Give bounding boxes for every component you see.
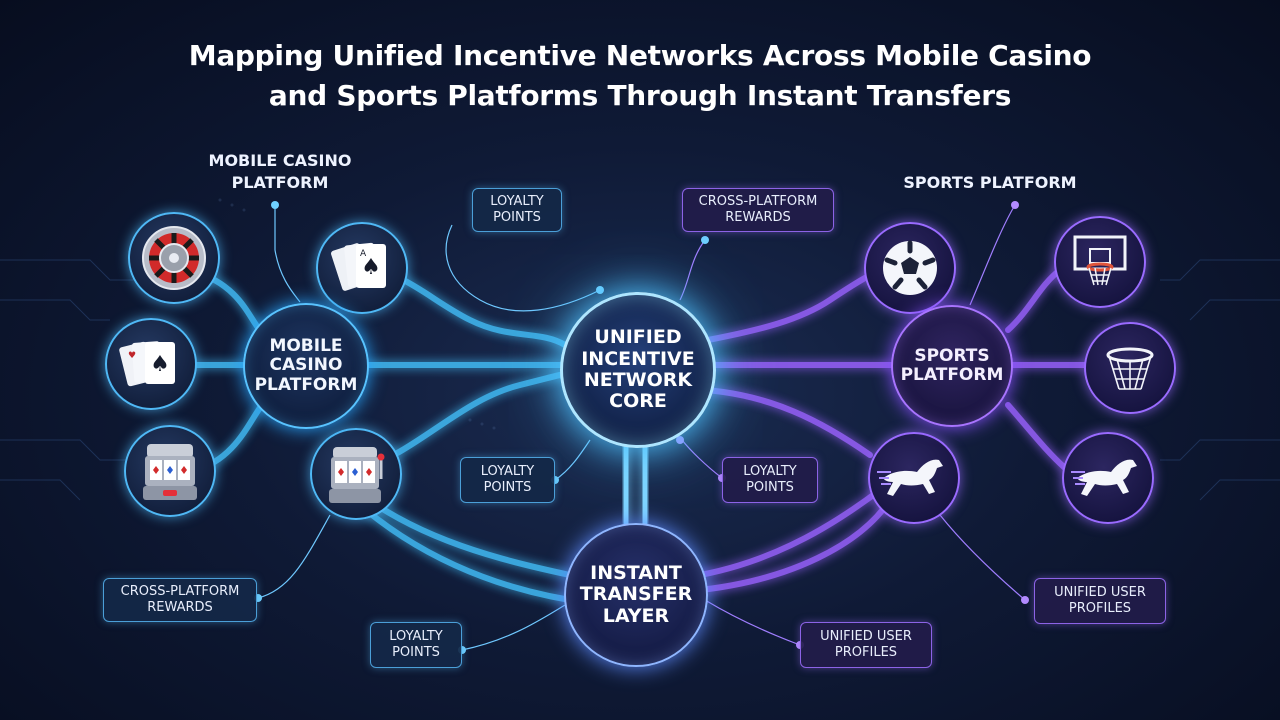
slot-machine-node-left[interactable] bbox=[124, 425, 216, 517]
core-hub-line-2: INCENTIVE bbox=[581, 347, 695, 370]
sports-hub-line-1: SPORTS bbox=[914, 345, 990, 366]
playing-cards-node[interactable]: ♠ ♥ bbox=[105, 318, 197, 410]
tag-line-1: LOYALTY bbox=[743, 464, 797, 479]
unified-user-profiles-tag-bottom[interactable]: UNIFIED USER PROFILES bbox=[800, 622, 932, 668]
tag-line-2: REWARDS bbox=[725, 210, 791, 225]
basketball-net-icon bbox=[1106, 347, 1154, 390]
loyalty-points-tag-bottom[interactable]: LOYALTY POINTS bbox=[370, 622, 462, 668]
tag-line-1: LOYALTY bbox=[480, 464, 535, 479]
tag-line-1: LOYALTY bbox=[490, 194, 544, 209]
mobile-casino-platform-hub[interactable]: MOBILE CASINO PLATFORM bbox=[243, 303, 369, 429]
page-title: Mapping Unified Incentive Networks Acros… bbox=[0, 36, 1280, 116]
core-hub-line-3: NETWORK bbox=[583, 369, 693, 391]
sports-hub-label: SPORTS PLATFORM bbox=[900, 345, 1004, 385]
instant-transfer-layer-hub[interactable]: INSTANT TRANSFER LAYER bbox=[564, 523, 708, 667]
casino-hub-line-2: CASINO bbox=[269, 355, 343, 376]
tag-line-2: POINTS bbox=[392, 645, 440, 660]
unified-incentive-network-core-hub[interactable]: UNIFIED INCENTIVE NETWORK CORE bbox=[560, 292, 716, 448]
transfer-hub-line-2: TRANSFER bbox=[579, 583, 693, 606]
casino-hub-line-1: MOBILE bbox=[269, 336, 343, 357]
tag-text: LOYALTY POINTS bbox=[490, 194, 543, 226]
transfer-hub-label: INSTANT TRANSFER LAYER bbox=[579, 562, 693, 627]
core-hub-line-1: UNIFIED bbox=[594, 326, 682, 349]
tag-line-1: CROSS-PLATFORM bbox=[698, 194, 818, 209]
svg-text:♥: ♥ bbox=[128, 351, 136, 361]
cross-platform-rewards-tag-top[interactable]: CROSS-PLATFORM REWARDS bbox=[682, 188, 834, 232]
loyalty-points-tag-mid-right[interactable]: LOYALTY POINTS bbox=[722, 457, 818, 503]
basketball-hoop-icon bbox=[1073, 235, 1127, 286]
cross-platform-rewards-tag-bottom-left[interactable]: CROSS-PLATFORM REWARDS bbox=[103, 578, 257, 622]
tag-text: LOYALTY POINTS bbox=[743, 464, 796, 496]
core-hub-line-4: CORE bbox=[609, 390, 667, 413]
tag-text: UNIFIED USER PROFILES bbox=[1054, 585, 1146, 617]
tag-text: LOYALTY POINTS bbox=[481, 464, 534, 496]
svg-text:♠: ♠ bbox=[361, 255, 381, 280]
slot-machine-icon bbox=[329, 447, 385, 503]
racehorse-node-right[interactable] bbox=[1062, 432, 1154, 524]
tag-line-1: LOYALTY bbox=[389, 629, 443, 644]
tag-line-1: CROSS-PLATFORM bbox=[120, 584, 240, 599]
basketball-hoop-node[interactable] bbox=[1054, 216, 1146, 308]
loyalty-points-tag-top[interactable]: LOYALTY POINTS bbox=[472, 188, 562, 232]
racehorse-node-left[interactable] bbox=[868, 432, 960, 524]
tag-line-2: PROFILES bbox=[1068, 601, 1132, 616]
unified-user-profiles-tag-right[interactable]: UNIFIED USER PROFILES bbox=[1034, 578, 1166, 624]
svg-text:♠: ♠ bbox=[150, 352, 170, 377]
tag-line-2: POINTS bbox=[493, 210, 541, 225]
card-fan-icon: ♠ A bbox=[331, 242, 386, 291]
casino-hub-line-3: PLATFORM bbox=[254, 374, 358, 395]
basketball-net-node[interactable] bbox=[1084, 322, 1176, 414]
card-fan-node[interactable]: ♠ A bbox=[316, 222, 408, 314]
roulette-node[interactable] bbox=[128, 212, 220, 304]
sports-hub-line-2: PLATFORM bbox=[900, 365, 1004, 385]
tag-line-2: PROFILES bbox=[834, 645, 898, 660]
tag-line-2: REWARDS bbox=[147, 600, 213, 615]
tag-text: CROSS-PLATFORM REWARDS bbox=[699, 194, 818, 226]
tag-line-2: POINTS bbox=[746, 480, 794, 495]
transfer-hub-line-3: LAYER bbox=[602, 604, 670, 627]
loyalty-points-tag-mid-left[interactable]: LOYALTY POINTS bbox=[460, 457, 555, 503]
slot-machine-node-center[interactable] bbox=[310, 428, 402, 520]
slot-machine-icon bbox=[143, 444, 197, 500]
core-hub-label: UNIFIED INCENTIVE NETWORK CORE bbox=[581, 327, 695, 412]
tag-text: UNIFIED USER PROFILES bbox=[820, 629, 912, 661]
sports-platform-heading: SPORTS PLATFORM bbox=[903, 173, 1077, 192]
tag-text: CROSS-PLATFORM REWARDS bbox=[121, 584, 240, 616]
casino-heading-line-1: MOBILE CASINO bbox=[208, 151, 352, 170]
tag-line-1: UNIFIED USER bbox=[1054, 585, 1146, 600]
casino-heading-line-2: PLATFORM bbox=[231, 173, 329, 192]
racehorse-icon bbox=[1071, 459, 1137, 496]
roulette-icon bbox=[142, 226, 206, 290]
casino-hub-label: MOBILE CASINO PLATFORM bbox=[255, 337, 358, 394]
title-line-1: Mapping Unified Incentive Networks Acros… bbox=[188, 39, 1092, 72]
transfer-hub-line-1: INSTANT bbox=[590, 562, 682, 585]
playing-cards-icon: ♠ ♥ bbox=[119, 341, 175, 387]
sports-platform-hub[interactable]: SPORTS PLATFORM bbox=[891, 305, 1013, 427]
soccer-ball-icon bbox=[883, 240, 937, 295]
title-line-2: and Sports Platforms Through Instant Tra… bbox=[268, 79, 1012, 112]
casino-platform-heading: MOBILE CASINO PLATFORM bbox=[180, 150, 380, 194]
racehorse-icon bbox=[877, 459, 943, 496]
svg-text:A: A bbox=[360, 249, 367, 259]
tag-line-1: UNIFIED USER bbox=[820, 629, 912, 644]
tag-text: LOYALTY POINTS bbox=[389, 629, 442, 661]
tag-line-2: POINTS bbox=[483, 480, 532, 495]
soccer-ball-node[interactable] bbox=[864, 222, 956, 314]
